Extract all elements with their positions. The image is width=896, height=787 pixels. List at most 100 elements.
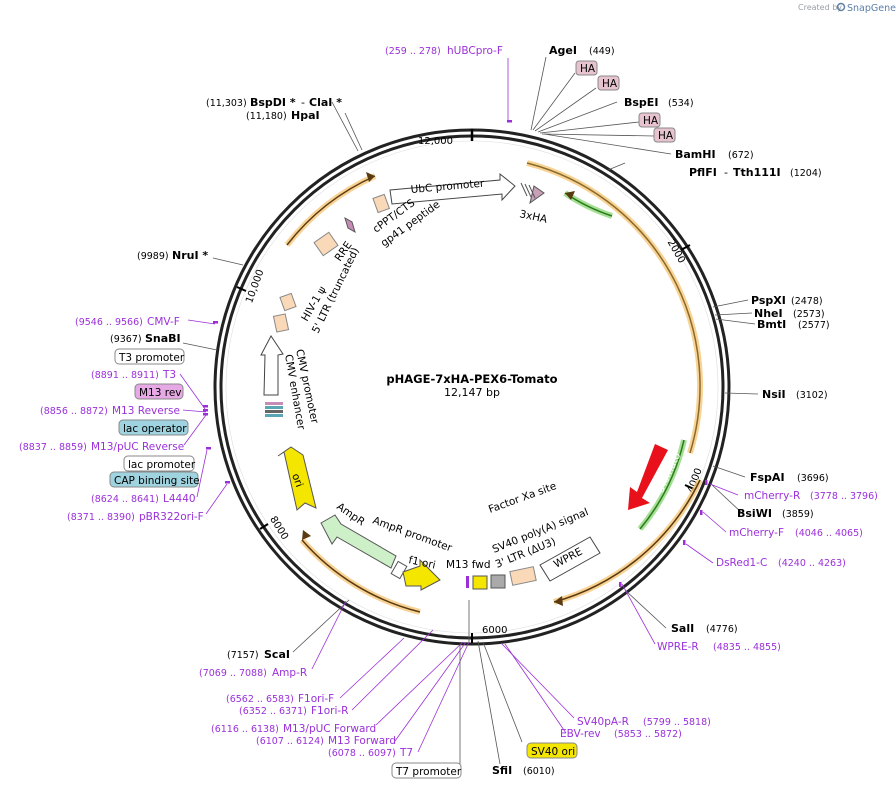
bspei-pos: (534) (668, 98, 694, 109)
m13fwd-mark (466, 576, 469, 588)
hpai-pos: (11,180) (246, 111, 287, 122)
ha-badge-1: HA (575, 60, 598, 76)
nrui-pos: (9989) (137, 251, 169, 262)
t7-name: T7 (399, 747, 413, 759)
orf-arcs (284, 160, 703, 615)
svg-text:SV40 ori: SV40 ori (531, 746, 575, 758)
svg-text:HA: HA (580, 63, 596, 75)
nsii-site: NsiI (762, 388, 786, 401)
bspdi-pos: (11,303) (206, 98, 247, 109)
snabi-pos: (9367) (110, 334, 142, 345)
cmv-f-range: (9546 .. 9566) (75, 317, 143, 328)
ha-badge-3: HA (638, 112, 661, 128)
tth111i-site: Tth111I (733, 166, 781, 179)
lac-region-marks (265, 402, 283, 417)
svg-text:lac promoter: lac promoter (128, 459, 196, 471)
fspai-site: FspAI (750, 471, 785, 484)
gp41-mark (344, 216, 356, 234)
scai-site: ScaI (264, 648, 290, 661)
xha-label: 3xHA (518, 208, 549, 226)
sfii-site: SfiI (492, 764, 512, 777)
mcherry-f-range: (4046 .. 4065) (795, 528, 863, 539)
f1ori-arrow (402, 558, 441, 591)
rre-box (313, 231, 339, 257)
sali-site: SalI (671, 622, 694, 635)
bamhi-pos: (672) (728, 150, 754, 161)
m13-reverse-range: (8856 .. 8872) (40, 406, 108, 417)
cppt-box (372, 193, 391, 214)
f1ori-label: f1 ori (407, 554, 436, 571)
m13fwd-label: M13 fwd (446, 559, 491, 571)
pbr322-name: pBR322ori-F (139, 511, 204, 523)
hiv-box (279, 292, 297, 312)
tick-12000: 12,000 (418, 136, 453, 147)
bsiwi-pos: (3859) (782, 509, 814, 520)
bspdi-site: BspDI * (250, 96, 296, 109)
ori-label: ori (289, 472, 305, 489)
nsii-pos: (3102) (796, 390, 828, 401)
amp-r-name: Amp-R (272, 667, 307, 679)
sali-pos: (4776) (706, 624, 738, 635)
f1ori-f-range: (6562 .. 6583) (226, 694, 294, 705)
svg-text:M13 rev: M13 rev (139, 387, 182, 399)
m13puc-fwd-name: M13/pUC Forward (283, 723, 376, 735)
sv40pa-r-range: (5799 .. 5818) (643, 717, 711, 728)
svg-text:HA: HA (602, 78, 618, 90)
dtomato-arrow (628, 444, 668, 510)
bsiwi-site: BsiWI (737, 507, 772, 520)
svg-text:T3 promoter: T3 promoter (118, 352, 185, 364)
m13-reverse-name: M13 Reverse (112, 405, 180, 417)
pbr322-range: (8371 .. 8390) (67, 512, 135, 523)
lac-promoter-badge: lac promoter (123, 455, 196, 472)
plasmid-length: 12,147 bp (444, 386, 500, 399)
snapgene-brand: SnapGene (847, 3, 896, 14)
f1ori-f-name: F1ori-F (298, 693, 334, 705)
site-leader-lines (182, 56, 759, 765)
nhei-site: NheI (754, 307, 783, 320)
agei-site: AgeI (549, 44, 577, 57)
t3-name: T3 (162, 369, 176, 381)
factor-xa-box (490, 574, 506, 589)
cap-site-badge: CAP binding site (109, 471, 200, 488)
pspxi-site: PspXI (751, 294, 786, 307)
clai-site: ClaI * (309, 96, 342, 109)
ebv-rev-range: (5853 .. 5872) (614, 729, 682, 740)
ampr-arrow (320, 514, 397, 569)
nhei-pos: (2573) (793, 309, 825, 320)
t3-range: (8891 .. 8911) (91, 370, 159, 381)
m13-fwd-range: (6107 .. 6124) (256, 736, 324, 747)
ltr5-box (272, 313, 290, 333)
svg-text:T7 promoter: T7 promoter (395, 766, 462, 778)
sv40pa-r-name: SV40pA-R (577, 716, 629, 728)
dsred1-range: (4240 .. 4263) (778, 558, 846, 569)
svg-text:HA: HA (643, 115, 659, 127)
bspei-site: BspEI (624, 96, 658, 109)
ha-badge-4: HA (653, 127, 676, 143)
cmv-arrow (260, 335, 284, 396)
mcherry-r-range: (3778 .. 3796) (810, 491, 878, 502)
mcherry-r-name: mCherry-R (744, 490, 800, 502)
lac-operator-badge: lac operator (118, 419, 189, 436)
hpai-site: HpaI (291, 109, 320, 122)
hubcpro-range: (259 .. 278) (385, 46, 441, 57)
fspai-pos: (3696) (797, 473, 829, 484)
plasmid-name: pHAGE-7xHA-PEX6-Tomato (386, 372, 557, 386)
scai-pos: (7157) (227, 650, 259, 661)
primer-marks (203, 120, 708, 587)
m13puc-fwd-range: (6116 .. 6138) (211, 724, 279, 735)
xha-feature (520, 182, 545, 205)
t7-range: (6078 .. 6097) (328, 748, 396, 759)
pflfi-pos: (1204) (790, 168, 822, 179)
amp-r-range: (7069 .. 7088) (199, 668, 267, 679)
nrui-site: NruI * (172, 249, 208, 262)
tick-6000: 6000 (482, 625, 507, 636)
m13puc-rev-name: M13/pUC Reverse (91, 441, 184, 453)
bmti-site: BmtI (757, 318, 786, 331)
bamhi-site: BamHI (675, 148, 716, 161)
t3-promoter-badge: T3 promoter (114, 348, 185, 365)
pspxi-pos: (2478) (791, 296, 823, 307)
ubc-promoter-arrow (389, 172, 516, 205)
wpre-r-name: WPRE-R (657, 641, 699, 653)
pflfi-site: PflFI (689, 166, 717, 179)
